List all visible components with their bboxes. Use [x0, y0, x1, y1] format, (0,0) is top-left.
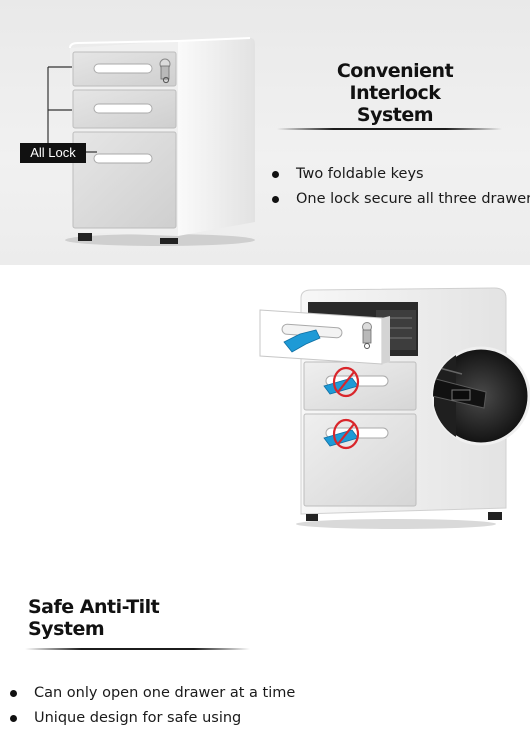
feature-text: Unique design for safe using	[34, 710, 242, 726]
all-lock-callout: All Lock	[20, 143, 86, 163]
bullet-icon	[10, 690, 17, 697]
interlock-heading-line1: Convenient Interlock	[336, 60, 454, 104]
list-item: Unique design for safe using	[10, 708, 295, 733]
list-item: Two foldable keys	[272, 164, 530, 189]
interlock-heading: Convenient Interlock System	[290, 60, 500, 126]
list-item: Can only open one drawer at a time	[10, 683, 295, 708]
interlock-section: All Lock Convenient Interlock System Two…	[0, 0, 530, 265]
feature-text: One lock secure all three drawers	[296, 191, 530, 207]
bullet-icon	[10, 715, 17, 722]
file-cabinet-open-drawer-image	[259, 287, 530, 529]
bullet-icon	[272, 196, 279, 203]
feature-text: Two foldable keys	[296, 166, 424, 182]
bullet-icon	[272, 171, 279, 178]
anti-tilt-heading: Safe Anti-Tilt System	[28, 596, 160, 640]
interlock-divider	[277, 128, 502, 130]
anti-tilt-divider	[25, 648, 250, 650]
feature-text: Can only open one drawer at a time	[34, 685, 296, 701]
list-item: One lock secure all three drawers	[272, 189, 530, 214]
anti-tilt-feature-list: Can only open one drawer at a time Uniqu…	[10, 683, 295, 733]
interlock-feature-list: Two foldable keys One lock secure all th…	[272, 164, 530, 214]
file-cabinet-closed-image	[47, 37, 255, 246]
interlock-heading-line2: System	[356, 104, 434, 126]
